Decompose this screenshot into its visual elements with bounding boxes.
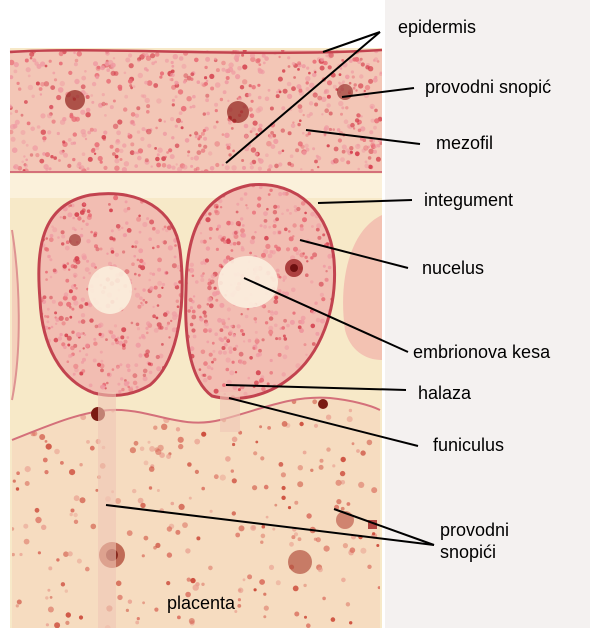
gap <box>10 174 382 198</box>
label-embrionova-kesa: embrionova kesa <box>413 341 550 363</box>
label-epidermis: epidermis <box>398 16 476 38</box>
label-provodni-snopici: provodni snopići <box>440 519 509 563</box>
leaf-wall <box>8 48 383 174</box>
label-placenta: placenta <box>167 592 235 614</box>
label-halaza: halaza <box>418 382 471 404</box>
label-provodni-snopic: provodni snopić <box>425 76 551 98</box>
label-funiculus: funiculus <box>433 434 504 456</box>
label-mezofil: mezofil <box>436 132 493 154</box>
label-nucelus: nucelus <box>422 257 484 279</box>
label-integument: integument <box>424 189 513 211</box>
